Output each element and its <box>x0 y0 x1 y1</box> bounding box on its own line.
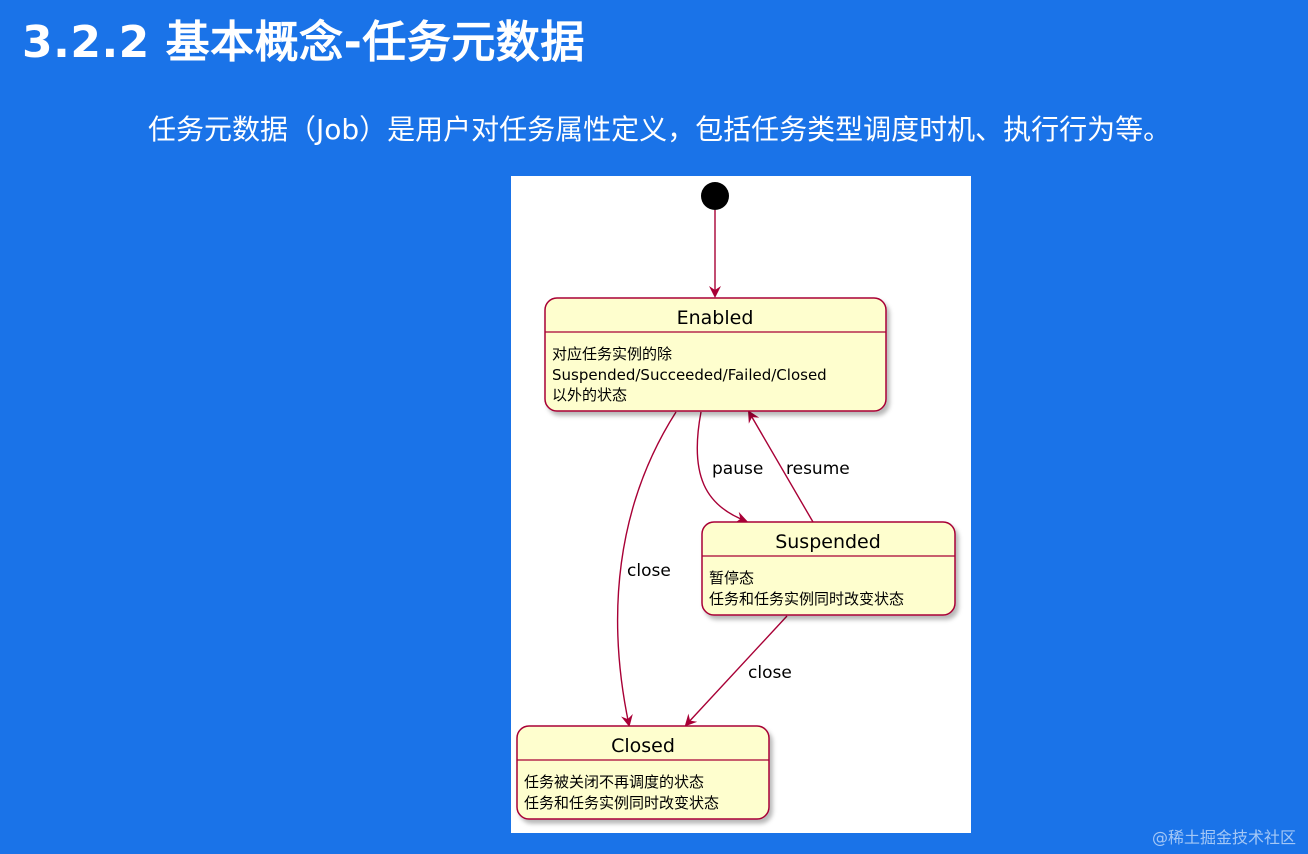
label-resume: resume <box>786 459 850 479</box>
state-enabled-desc-1: 对应任务实例的除 <box>552 345 672 363</box>
state-enabled-desc-3: 以外的状态 <box>552 386 627 404</box>
label-close-enabled: close <box>627 561 671 581</box>
state-diagram: pause resume close close Enabled 对应任务实例的… <box>511 176 971 833</box>
state-suspended <box>701 521 956 616</box>
watermark: @稀土掘金技术社区 <box>1151 828 1296 847</box>
state-closed-desc-1: 任务被关闭不再调度的状态 <box>524 773 704 791</box>
initial-state <box>701 182 729 210</box>
state-diagram-svg: pause resume close close Enabled 对应任务实例的… <box>516 182 956 820</box>
slide-subtitle: 任务元数据（Job）是用户对任务属性定义，包括任务类型调度时机、执行行为等。 <box>148 113 1172 146</box>
edge-resume <box>747 410 814 523</box>
state-closed-name: Closed <box>611 735 675 757</box>
edge-close-from-suspended <box>684 615 788 727</box>
state-closed-desc-2: 任务和任务实例同时改变状态 <box>524 794 719 812</box>
label-pause: pause <box>712 459 763 479</box>
edge-close-from-enabled <box>616 411 677 727</box>
slide-title: 3.2.2 基本概念-任务元数据 <box>22 17 585 68</box>
label-close-suspended: close <box>748 663 792 683</box>
state-suspended-desc-2: 任务和任务实例同时改变状态 <box>709 590 904 608</box>
edge-pause <box>696 411 748 524</box>
state-closed <box>516 725 770 820</box>
state-enabled-desc-2: Suspended/Succeeded/Failed/Closed <box>552 366 827 384</box>
state-suspended-name: Suspended <box>775 531 881 553</box>
state-suspended-desc-1: 暂停态 <box>709 569 754 587</box>
state-enabled-name: Enabled <box>677 307 754 329</box>
state-enabled <box>544 297 887 412</box>
